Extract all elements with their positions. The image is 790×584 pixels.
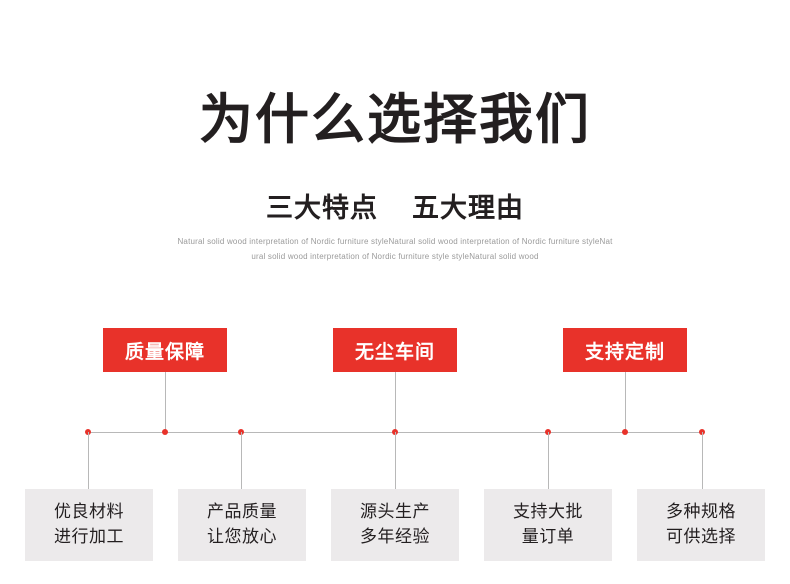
reason-box-3-line-2: 多年经验 — [360, 527, 430, 546]
reason-box-3-line-1: 源头生产 — [360, 502, 430, 522]
connector-node-6 — [622, 429, 628, 435]
feature-connector-1 — [165, 372, 166, 432]
reason-box-5-line-1: 多种规格 — [666, 502, 736, 522]
description-line-2: ural solid wood interpretation of Nordic… — [251, 252, 539, 262]
reason-box-4-line-2: 量订单 — [521, 527, 575, 546]
reason-box-5-line-2: 可供选择 — [666, 527, 736, 546]
page-title: 为什么选择我们 — [199, 90, 591, 150]
feature-box-3: 支持定制 — [563, 328, 687, 372]
reason-box-1-line-1: 优良材料 — [54, 502, 124, 522]
reason-box-1-line-2: 进行加工 — [54, 527, 124, 546]
reason-box-2: 产品质量 让您放心 — [178, 489, 306, 561]
reason-connector-5 — [702, 432, 703, 489]
feature-connector-3 — [625, 372, 626, 432]
connector-node-2 — [162, 429, 168, 435]
reason-connector-2 — [241, 432, 242, 489]
subtitle-right-text: 五大理由 — [412, 193, 524, 223]
description-block: Natural solid wood interpretation of Nor… — [0, 234, 790, 264]
reason-connector-3 — [395, 432, 396, 489]
reason-box-4-line-1: 支持大批 — [513, 502, 583, 522]
feature-box-2: 无尘车间 — [333, 328, 457, 372]
page-subtitle: 三大特点 五大理由 — [0, 186, 790, 225]
reason-connector-4 — [548, 432, 549, 489]
reason-connector-1 — [88, 432, 89, 489]
reason-box-1: 优良材料 进行加工 — [25, 489, 153, 561]
reason-box-2-line-2: 让您放心 — [207, 527, 277, 546]
reason-box-2-line-1: 产品质量 — [207, 502, 277, 522]
reason-box-5: 多种规格 可供选择 — [637, 489, 765, 561]
subtitle-left-text: 三大特点 — [266, 193, 378, 223]
description-line-1: Natural solid wood interpretation of Nor… — [177, 237, 613, 246]
reason-box-3: 源头生产 多年经验 — [331, 489, 459, 561]
reason-box-4: 支持大批 量订单 — [484, 489, 612, 561]
feature-box-1: 质量保障 — [103, 328, 227, 372]
feature-connector-2 — [395, 372, 396, 432]
